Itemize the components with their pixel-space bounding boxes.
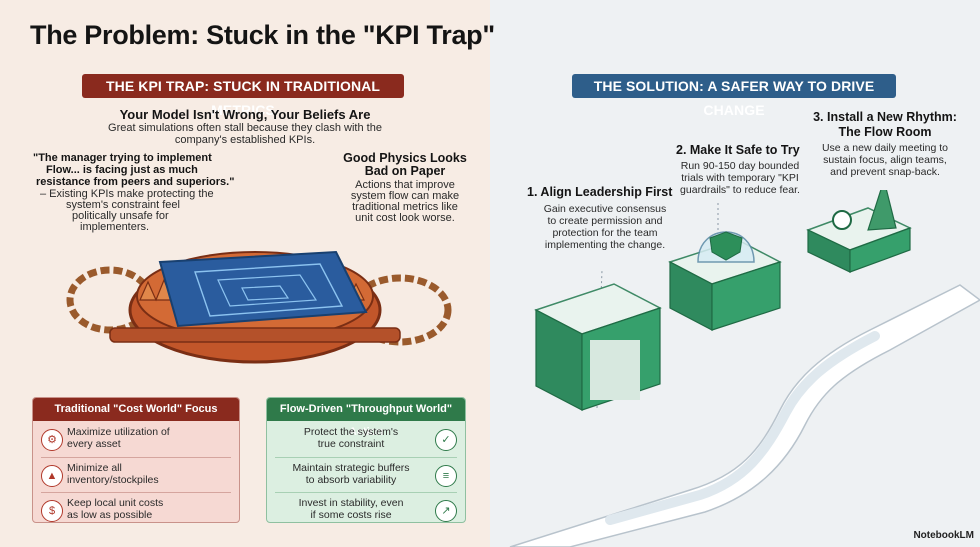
- cost-row-2-line-2: inventory/stockpiles: [67, 474, 159, 486]
- physics-heading-1: Good Physics Looks: [343, 151, 467, 165]
- model-heading: Your Model Isn't Wrong, Your Beliefs Are: [119, 107, 371, 122]
- step-2-title: 2. Make It Safe to Try: [676, 143, 800, 157]
- throughput-world-card: Flow-Driven "Throughput World" Action Pr…: [266, 397, 466, 523]
- physics-body-3: traditional metrics like: [352, 201, 458, 213]
- quote-line-1: "The manager trying to implement: [33, 152, 212, 164]
- solution-banner: THE SOLUTION: A SAFER WAY TO DRIVE CHANG…: [572, 74, 896, 118]
- dollar-icon: $: [41, 500, 63, 522]
- gears-icon: ⚙: [41, 429, 63, 451]
- step-3-body-2: sustain focus, align teams,: [823, 154, 947, 166]
- quote-note-1: – Existing KPIs make protecting the: [40, 188, 214, 200]
- cost-row-2-line-1: Minimize all: [67, 462, 122, 474]
- step-2-body-3: guardrails" to reduce fear.: [680, 184, 800, 196]
- step-1-body-3: protection for the team: [552, 227, 658, 239]
- flow-row-stability: Invest in stability, even if some costs …: [267, 493, 465, 522]
- step-3-body-1: Use a new daily meeting to: [821, 142, 949, 154]
- flow-row-1-line-1: Protect the system's: [303, 426, 399, 438]
- physics-body-1: Actions that improve: [355, 179, 455, 191]
- cost-row-utilization: ⚙ Maximize utilization of every asset: [33, 422, 239, 456]
- model-body-2: company's established KPIs.: [174, 134, 316, 146]
- cost-world-card: Traditional "Cost World" Focus ⚙ Maximiz…: [32, 397, 240, 523]
- cost-row-inventory: ▲ Minimize all inventory/stockpiles: [33, 458, 239, 492]
- flow-row-3-line-2: if some costs rise: [310, 509, 392, 521]
- step-1-title: 1. Align Leadership First: [527, 185, 673, 199]
- throughput-world-title: Flow-Driven "Throughput World" Action: [267, 398, 465, 438]
- physics-heading-2: Bad on Paper: [364, 164, 446, 178]
- step-1-body-4: implementing the change.: [544, 239, 666, 251]
- step-1-body-1: Gain executive consensus: [543, 203, 667, 215]
- kpi-trap-banner: THE KPI TRAP: STUCK IN TRADITIONAL METRI…: [82, 74, 404, 118]
- cost-row-3-line-1: Keep local unit costs: [67, 497, 164, 509]
- step-3-title-1: 3. Install a New Rhythm:: [813, 110, 957, 124]
- cost-row-1-line-2: every asset: [67, 438, 121, 450]
- quote-note-4: implementers.: [80, 221, 150, 233]
- notebooklm-logo: NotebookLM: [913, 530, 974, 541]
- step-1-body-2: to create permission and: [547, 215, 663, 227]
- step-2-body-2: trials with temporary "KPI: [681, 172, 799, 184]
- quote-note-2: system's constraint feel: [66, 199, 180, 211]
- step-3-title-2: The Flow Room: [838, 125, 932, 139]
- cost-row-3-line-2: as low as possible: [67, 509, 153, 521]
- quote-note-3: politically unsafe for: [72, 210, 169, 222]
- flow-row-2-line-1: Maintain strategic buffers: [292, 462, 410, 474]
- boxes-icon: ▲: [41, 465, 63, 487]
- bear-trap-illustration: [66, 250, 452, 364]
- flow-row-buffers: Maintain strategic buffers to absorb var…: [267, 458, 465, 492]
- cost-row-unit-cost: $ Keep local unit costs as low as possib…: [33, 493, 239, 522]
- physics-body-4: unit cost look worse.: [355, 212, 455, 224]
- growth-chart-icon: ↗: [435, 500, 457, 522]
- step-3-body-3: and prevent snap-back.: [830, 166, 940, 178]
- buffer-icon: ≡: [435, 465, 457, 487]
- step-2-body-1: Run 90-150 day bounded: [680, 160, 800, 172]
- stepping-path-illustration: [509, 190, 980, 547]
- flow-row-2-line-2: to absorb variability: [305, 474, 397, 486]
- flow-row-3-line-1: Invest in stability, even: [298, 497, 404, 509]
- cost-row-1-line-1: Maximize utilization of: [67, 426, 170, 438]
- cost-world-title: Traditional "Cost World" Focus: [33, 398, 239, 421]
- shield-check-icon: ✓: [435, 429, 457, 451]
- flow-row-constraint: Protect the system's true constraint ✓: [267, 422, 465, 456]
- flow-row-1-line-2: true constraint: [317, 438, 385, 450]
- model-body-1: Great simulations often stall because th…: [108, 122, 382, 134]
- physics-body-2: system flow can make: [350, 190, 460, 202]
- page-title: The Problem: Stuck in the "KPI Trap": [30, 20, 495, 50]
- quote-line-2: Flow... is facing just as much: [46, 164, 198, 176]
- quote-line-3: resistance from peers and superiors.": [36, 176, 235, 188]
